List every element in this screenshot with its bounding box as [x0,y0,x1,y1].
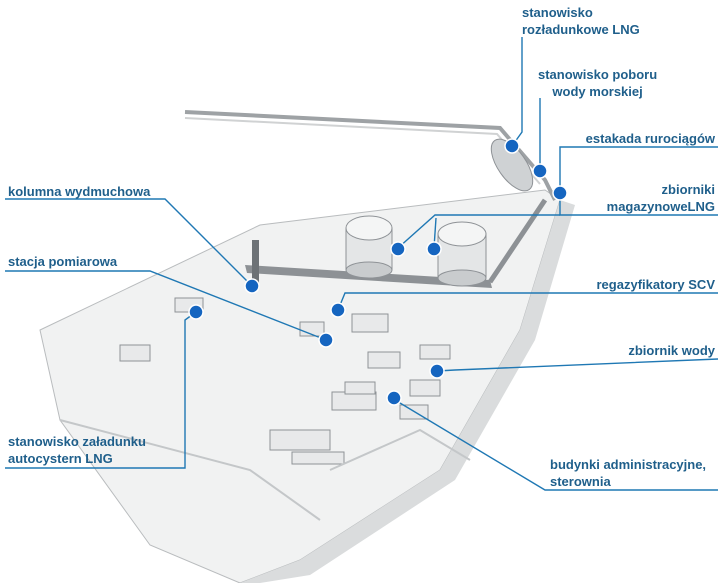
marker-kolumna[interactable] [244,278,260,294]
label-kolumna: kolumna wydmuchowa [8,184,151,199]
label-zbiorniki: zbiorniki magazynoweLNG [606,182,715,214]
marker-zbiornik-1[interactable] [390,241,406,257]
marker-budynki[interactable] [386,390,402,406]
marker-zbiornik-2[interactable] [426,241,442,257]
storage-tank-1 [345,215,393,279]
jetty [184,110,557,201]
label-budynki: budynki administracyjne, sterownia [550,457,707,489]
site-buildings [119,297,451,465]
marker-zaladunku[interactable] [188,304,204,320]
label-zbiornik-wody: zbiornik wody [628,343,715,358]
label-estakada: estakada rurociągów [585,131,715,146]
label-stacja: stacja pomiarowa [8,254,118,269]
marker-regazyfikatory[interactable] [330,302,346,318]
leader-estakada [559,146,718,192]
leader-budynki [394,399,718,491]
label-poboru: stanowisko poboru wody morskiej [538,67,658,99]
leader-tank-1 [397,214,560,249]
leader-kolumna [5,198,253,287]
label-zaladunku: stanowisko załadunku autocystern LNG [8,434,146,466]
marker-zbiornik-wody[interactable] [429,363,445,379]
vent-stack [252,240,259,285]
marker-poboru[interactable] [532,163,548,179]
marker-stacja[interactable] [318,332,334,348]
label-rozladunkowe: stanowisko rozładunkowe LNG [522,5,640,37]
site-shadow [240,200,575,583]
label-regazyfikatory: regazyfikatory SCV [596,277,716,292]
leader-rozladunkowe [511,37,523,147]
storage-tank-2 [437,221,487,287]
leader-stacja [5,270,327,341]
site-road [59,419,321,521]
marker-rozladunkowe[interactable] [504,138,520,154]
lng-ship [490,138,534,192]
marker-estakada[interactable] [552,185,568,201]
